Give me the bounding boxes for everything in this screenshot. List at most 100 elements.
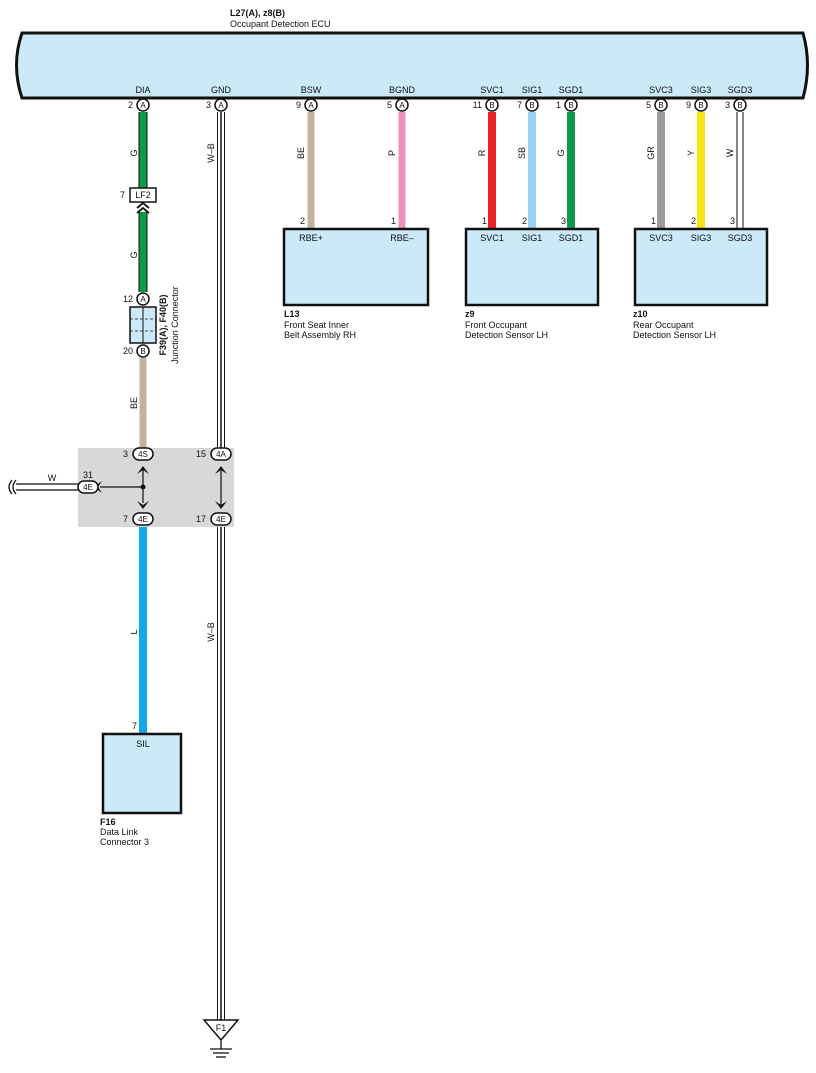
component-f16-id: F16 (100, 817, 116, 827)
connector-lf2-label: LF2 (135, 190, 151, 200)
wire-label-dia-mid: G (129, 251, 139, 258)
ecu-pin-sgd3-label: SGD3 (728, 85, 753, 95)
svg-text:B: B (658, 101, 663, 110)
jb-pin-31-num: 31 (83, 470, 93, 480)
component-f16-box (101, 732, 183, 815)
svg-text:SVC3: SVC3 (649, 233, 673, 243)
svg-text:B: B (489, 101, 494, 110)
svg-text:Detection Sensor LH: Detection Sensor LH (465, 330, 548, 340)
svg-text:9: 9 (686, 100, 691, 110)
jb-pin-17-num: 17 (196, 514, 206, 524)
svg-text:B: B (568, 101, 573, 110)
terminal-sig1: B 7 (517, 98, 539, 112)
ecu-pin-bgnd-label: BGND (389, 85, 416, 95)
svg-text:20: 20 (123, 346, 133, 356)
component-z10-box (633, 227, 769, 307)
terminal-sig3: B 9 (686, 98, 708, 112)
svg-text:9: 9 (296, 100, 301, 110)
svg-text:B: B (140, 347, 145, 356)
svg-text:12: 12 (123, 294, 133, 304)
connector-lf2: LF2 7 (120, 187, 157, 214)
junction-connector: A 12 B 20 F39(A), F40(B) Junction Connec… (123, 286, 180, 364)
component-z10: 1 2 3 SVC3 SIG3 SGD3 z10 Rear Occupant D… (633, 216, 769, 340)
svg-text:Detection Sensor LH: Detection Sensor LH (633, 330, 716, 340)
svg-text:SIG1: SIG1 (522, 233, 543, 243)
arrow-up-icon (215, 466, 227, 474)
junction-block: 4S 3 4A 15 4E 31 4E 7 4E 17 (77, 447, 234, 527)
jb-pin-7-num: 7 (123, 514, 128, 524)
wire-label-bsw: BE (296, 147, 306, 159)
svg-text:7: 7 (132, 721, 137, 731)
junction-connector-id: F39(A), F40(B) (158, 294, 168, 355)
component-l13-box (282, 227, 430, 307)
terminal-svc1: B 11 (473, 98, 499, 112)
wires (138, 112, 744, 1020)
wire-label-svc1: R (477, 149, 487, 156)
svg-text:Belt Assembly RH: Belt Assembly RH (284, 330, 356, 340)
svg-text:SIL: SIL (136, 739, 150, 749)
wire-color-labels: G G BE L W–B W–B BE P R SB G GR Y W (129, 143, 735, 642)
component-z9-box (464, 227, 600, 307)
svg-text:A: A (140, 295, 146, 304)
svg-text:Front Occupant: Front Occupant (465, 320, 528, 330)
ecu-pin-sgd1-label: SGD1 (559, 85, 584, 95)
component-l13-id: L13 (284, 309, 300, 319)
component-l13: 2 1 RBE+ RBE– L13 Front Seat Inner Belt … (282, 216, 430, 340)
ground-triangle (202, 1019, 240, 1042)
jb-pin-4s-label: 4S (138, 450, 148, 459)
terminal-sgd1: B 1 (556, 98, 578, 112)
wire-label-sgd1: G (556, 149, 566, 156)
svg-text:SGD1: SGD1 (559, 233, 584, 243)
svg-text:A: A (308, 101, 314, 110)
svg-text:B: B (698, 101, 703, 110)
svg-text:1: 1 (556, 100, 561, 110)
wire-label-bgnd: P (387, 150, 397, 156)
ecu-body (15, 31, 809, 100)
svg-text:RBE–: RBE– (390, 233, 414, 243)
arrow-up-icon (137, 466, 149, 474)
chevron-up-icon (136, 201, 150, 214)
ecu-pin-sig3-label: SIG3 (691, 85, 712, 95)
svg-text:2: 2 (300, 216, 305, 226)
ecu-pin-svc1-label: SVC1 (480, 85, 504, 95)
terminal-bsw: A 9 (296, 98, 318, 112)
svg-text:2: 2 (522, 216, 527, 226)
ground-f1: F1 (202, 1019, 240, 1058)
svg-text:7: 7 (517, 100, 522, 110)
terminal-dia: A 2 (128, 98, 150, 112)
ecu-pin-bsw-label: BSW (301, 85, 322, 95)
svg-text:SVC1: SVC1 (480, 233, 504, 243)
svg-text:Data Link: Data Link (100, 827, 139, 837)
wire-branch-w: W (8, 473, 78, 495)
svg-text:3: 3 (730, 216, 735, 226)
connector-lf2-pin: 7 (120, 190, 125, 200)
component-f16: 7 SIL F16 Data Link Connector 3 (100, 721, 183, 847)
terminal-bgnd: A 5 (387, 98, 409, 112)
svg-text:1: 1 (651, 216, 656, 226)
svg-text:A: A (218, 101, 224, 110)
ecu-pin-svc3-label: SVC3 (649, 85, 673, 95)
ecu-pin-gnd-label: GND (211, 85, 232, 95)
svg-text:1: 1 (391, 216, 396, 226)
ecu-pin-sig1-label: SIG1 (522, 85, 543, 95)
svg-text:Front Seat Inner: Front Seat Inner (284, 320, 349, 330)
wire-label-gnd-bottom: W–B (206, 622, 216, 642)
svg-text:A: A (140, 101, 146, 110)
jb-pin-4a-num: 15 (196, 449, 206, 459)
svg-text:B: B (529, 101, 534, 110)
ecu-terminals: A 2 A 3 A 9 A 5 B 11 B 7 B (128, 98, 747, 112)
svg-text:11: 11 (473, 100, 482, 110)
component-z9-id: z9 (465, 309, 475, 319)
wire-label-sgd3: W (725, 148, 735, 157)
wire-label-sil: L (129, 629, 139, 634)
svg-text:B: B (737, 101, 742, 110)
svg-text:3: 3 (561, 216, 566, 226)
terminal-sgd3: B 3 (725, 98, 747, 112)
jb-pin-7-label: 4E (138, 515, 148, 524)
ecu-pin-dia-label: DIA (135, 85, 150, 95)
svg-text:2: 2 (128, 100, 133, 110)
svg-text:Connector 3: Connector 3 (100, 837, 149, 847)
component-z9: 1 2 3 SVC1 SIG1 SGD1 z9 Front Occupant D… (464, 216, 600, 340)
wire-label-sig1: SB (517, 147, 527, 159)
